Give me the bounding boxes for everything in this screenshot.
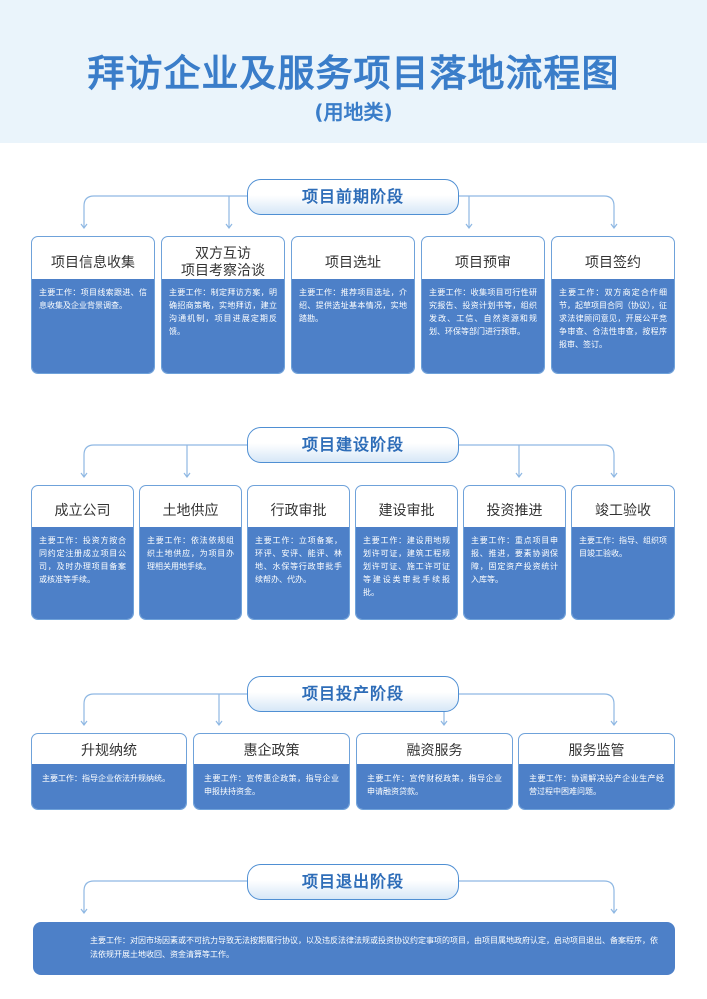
card-title: 双方互访 项目考察洽谈 — [181, 246, 265, 279]
card-body: 主要工作：宣传惠企政策，指导企业申报扶持资金。 — [194, 764, 349, 809]
card-title: 项目预审 — [455, 255, 511, 271]
connector-arrow-2-2 — [440, 720, 448, 726]
card-title: 服务监管 — [568, 743, 625, 759]
card-mutual-visit: 双方互访 项目考察洽谈 主要工作：制定拜访方案，明确招商策略，实地拜访，建立沟通… — [161, 236, 285, 374]
card-construction-approval: 建设审批 主要工作：建设用地规划许可证，建筑工程规划许可证、施工许可证等建设类审… — [355, 485, 458, 620]
card-body: 主要工作：指导、组织项目竣工验收。 — [572, 527, 674, 619]
card-info-collection: 项目信息收集 主要工作：项目线索跟进、信息收集及企业背景调查。 — [31, 236, 155, 374]
card-title: 行政审批 — [270, 503, 327, 519]
bracket-right-3 — [459, 880, 615, 913]
connector-arrow-3-0 — [80, 908, 88, 914]
card-body: 主要工作：双方商定合作细节，起草项目合同（协议），征求法律顾问意见，开展公平竞争… — [552, 279, 674, 373]
card-body: 主要工作：指导企业依法升规纳统。 — [32, 764, 186, 809]
card-body: 主要工作：重点项目申报、推进，要素协调保障，固定资产投资统计入库等。 — [464, 527, 565, 619]
bracket-right-2 — [459, 693, 615, 725]
connector-arrow-2-3 — [610, 720, 618, 726]
header-banner — [0, 0, 707, 143]
bracket-right-1 — [459, 444, 615, 477]
connector-arrow-1-1 — [183, 472, 191, 478]
card-body: 主要工作：制定拜访方案，明确招商策略，实地拜访，建立沟通机制，项目进展定期反馈。 — [162, 279, 284, 373]
card-title: 投资推进 — [486, 503, 543, 519]
card-body: 主要工作：协调解决投产企业生产经营过程中困难问题。 — [519, 764, 674, 809]
card-title: 项目签约 — [585, 255, 641, 271]
connector-arrow-1-2 — [515, 472, 523, 478]
stage-pill-construction: 项目建设阶段 — [247, 427, 459, 463]
card-title: 土地供应 — [162, 503, 219, 519]
connector-arrow-2-0 — [80, 720, 88, 726]
connector-arrow-0-2 — [465, 223, 473, 229]
card-financing-service: 融资服务 主要工作：宣传财税政策，指导企业申请融资贷款。 — [356, 733, 513, 810]
connector-arrow-3-1 — [610, 908, 618, 914]
card-body: 主要工作：投资方按合同约定注册成立项目公司，及时办理项目备案或核准等手续。 — [32, 527, 133, 619]
card-establish-company: 成立公司 主要工作：投资方按合同约定注册成立项目公司，及时办理项目备案或核准等手… — [31, 485, 134, 620]
connector-arrow-2-1 — [215, 720, 223, 726]
page-title: 拜访企业及服务项目落地流程图 — [87, 52, 620, 95]
bracket-right-0 — [459, 195, 615, 228]
stage-pill-production: 项目投产阶段 — [247, 676, 459, 712]
card-body: 主要工作：推荐项目选址，介绍、提供选址基本情况，实地踏勘。 — [292, 279, 414, 373]
card-investment-promotion: 投资推进 主要工作：重点项目申报、推进，要素协调保障，固定资产投资统计入库等。 — [463, 485, 566, 620]
bracket-left-3 — [83, 880, 247, 913]
card-title: 建设审批 — [378, 503, 435, 519]
card-body: 主要工作：建设用地规划许可证，建筑工程规划许可证、施工许可证等建设类审批手续报批… — [356, 527, 457, 619]
card-site-selection: 项目选址 主要工作：推荐项目选址，介绍、提供选址基本情况，实地踏勘。 — [291, 236, 415, 374]
connector-arrow-1-0 — [80, 472, 88, 478]
card-body: 主要工作：立项备案，环评、安评、能评、林地、水保等行政审批手续帮办、代办。 — [248, 527, 349, 619]
card-enterprise-policy: 惠企政策 主要工作：宣传惠企政策，指导企业申报扶持资金。 — [193, 733, 350, 810]
card-pre-review: 项目预审 主要工作：收集项目可行性研究报告、投资计划书等，组织发改、工信、自然资… — [421, 236, 545, 374]
card-land-supply: 土地供应 主要工作：依法依规组织土地供应，为项目办理相关用地手续。 — [139, 485, 242, 620]
card-title: 惠企政策 — [243, 743, 300, 759]
card-completion-acceptance: 竣工验收 主要工作：指导、组织项目竣工验收。 — [571, 485, 675, 620]
card-admin-approval: 行政审批 主要工作：立项备案，环评、安评、能评、林地、水保等行政审批手续帮办、代… — [247, 485, 350, 620]
card-title: 融资服务 — [406, 743, 463, 759]
stage-pill-exit: 项目退出阶段 — [247, 864, 459, 900]
stage-pill-preliminary: 项目前期阶段 — [247, 179, 459, 215]
card-title: 项目信息收集 — [51, 255, 135, 271]
bracket-left-1 — [83, 444, 247, 477]
card-body: 主要工作：宣传财税政策，指导企业申请融资贷款。 — [357, 764, 512, 809]
connector-arrow-0-0 — [80, 223, 88, 229]
card-title: 项目选址 — [325, 255, 381, 271]
card-service-supervision: 服务监管 主要工作：协调解决投产企业生产经营过程中困难问题。 — [518, 733, 675, 810]
card-title: 升规纳统 — [81, 743, 137, 759]
page-subtitle: (用地类) — [314, 100, 393, 124]
card-signing: 项目签约 主要工作：双方商定合作细节，起草项目合同（协议），征求法律顾问意见，开… — [551, 236, 675, 374]
connector-arrow-0-3 — [610, 223, 618, 229]
connector-arrow-1-3 — [610, 472, 618, 478]
card-title: 成立公司 — [54, 503, 111, 519]
card-body: 主要工作：收集项目可行性研究报告、投资计划书等，组织发改、工信、自然资源和规划、… — [422, 279, 544, 373]
card-body: 主要工作：依法依规组织土地供应，为项目办理相关用地手续。 — [140, 527, 241, 619]
card-upgrade-statistics: 升规纳统 主要工作：指导企业依法升规纳统。 — [31, 733, 187, 810]
bracket-left-0 — [83, 195, 247, 228]
card-body: 主要工作：项目线索跟进、信息收集及企业背景调查。 — [32, 279, 154, 373]
exit-stage-description: 主要工作：对因市场因素或不可抗力导致无法按期履行协议，以及违反法律法规或投资协议… — [33, 922, 675, 975]
bracket-left-2 — [83, 693, 247, 725]
card-title: 竣工验收 — [595, 503, 651, 519]
connector-arrow-0-1 — [225, 223, 233, 229]
